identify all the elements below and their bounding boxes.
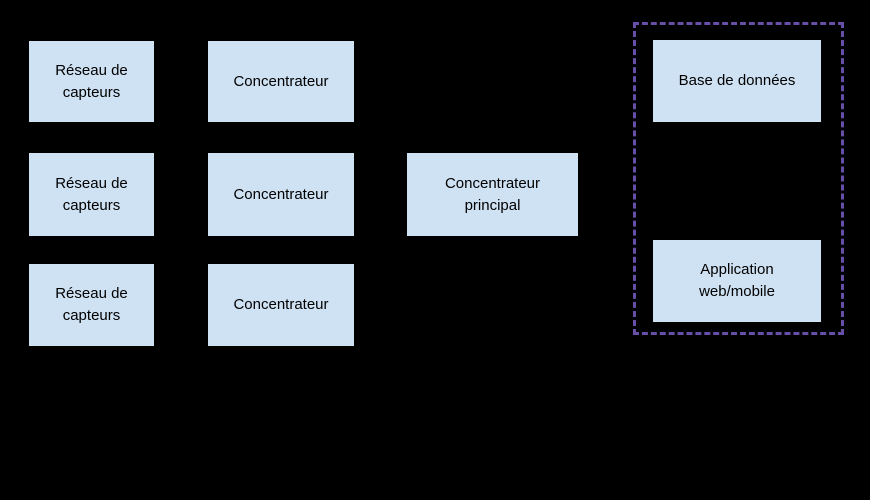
node-sensor-network-3: Réseau de capteurs	[28, 263, 155, 347]
node-concentrator-3: Concentrateur	[207, 263, 355, 347]
node-sensor-network-2: Réseau de capteurs	[28, 152, 155, 237]
node-concentrator-2: Concentrateur	[207, 152, 355, 237]
node-main-concentrator: Concentrateur principal	[406, 152, 579, 237]
node-concentrator-1: Concentrateur	[207, 40, 355, 123]
node-database: Base de données	[652, 39, 822, 123]
node-web-mobile-app: Application web/mobile	[652, 239, 822, 323]
server-group-outline: Base de données Application web/mobile	[633, 22, 844, 335]
node-sensor-network-1: Réseau de capteurs	[28, 40, 155, 123]
